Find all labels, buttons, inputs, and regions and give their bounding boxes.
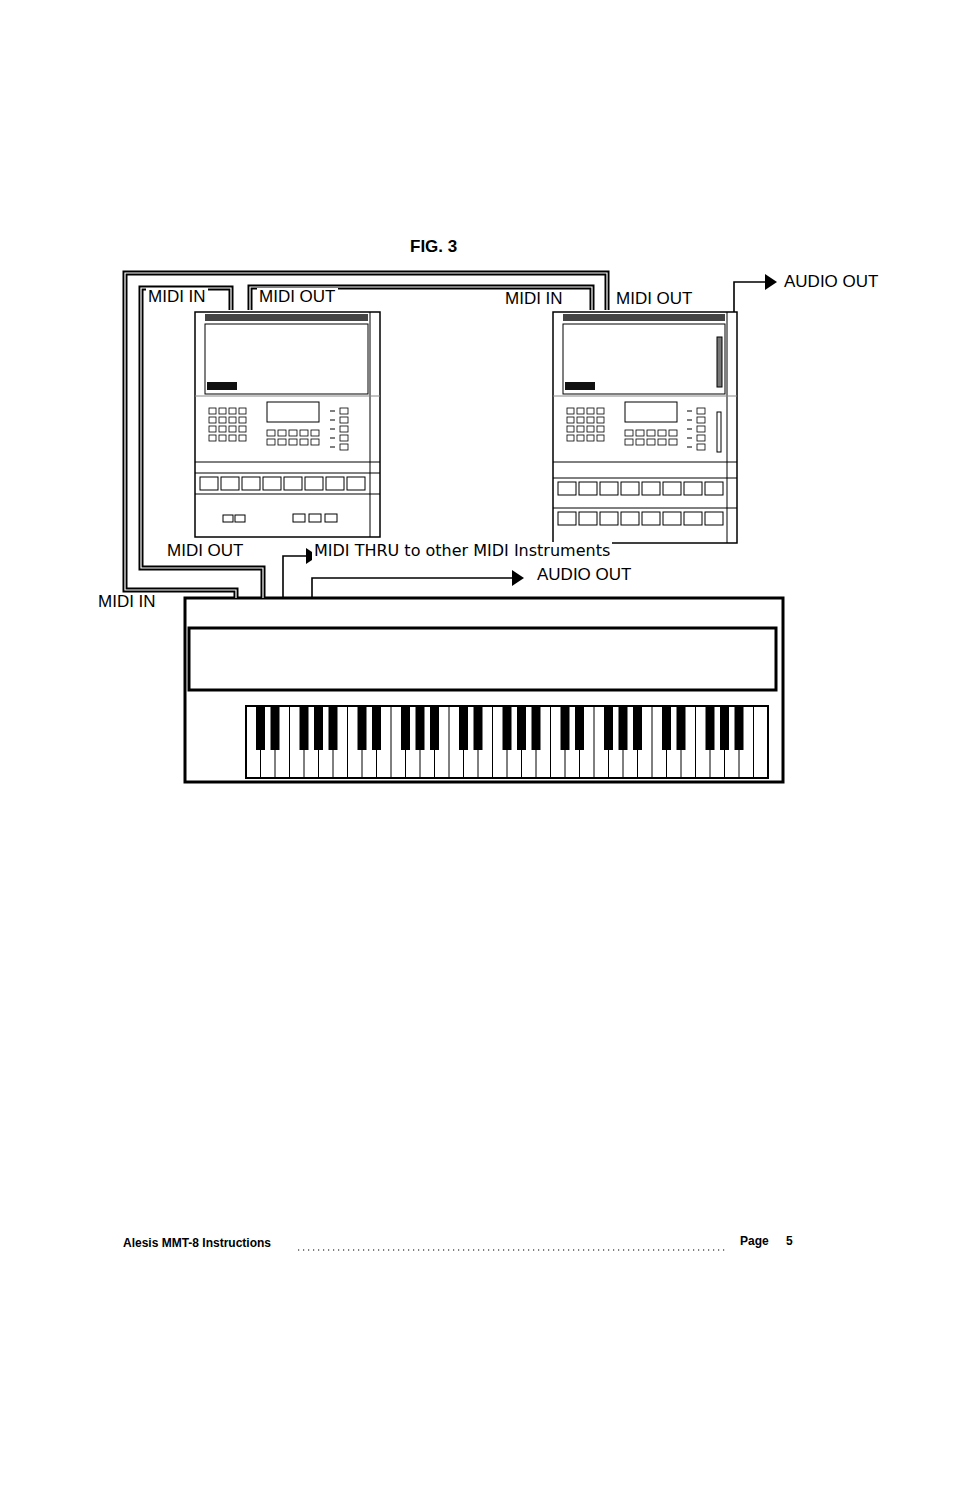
cable-core [250,287,592,310]
cable [283,556,306,598]
cable [141,288,263,598]
port-label: MIDI IN [146,288,208,307]
cable [312,578,512,598]
page-number: 5 [784,1235,795,1248]
cable-core [141,288,263,598]
figure-title: FIG. 3 [408,238,459,257]
dot-leader [298,1249,728,1250]
port-label: MIDI OUT [614,290,695,309]
arrow-head [512,570,524,586]
keyboard-synth [185,598,783,782]
port-label: MIDI OUT [165,542,246,561]
footer-text: Alesis MMT-8 Instructions [121,1237,273,1250]
cable [250,287,592,310]
arrow-head [765,274,777,290]
cables [125,273,777,598]
page-word: Page [738,1235,771,1248]
signal-label: MIDI THRU to other MIDI Instruments [312,542,612,560]
port-label: MIDI OUT [257,288,338,307]
signal-label: AUDIO OUT [782,273,880,292]
signal-label: AUDIO OUT [535,566,633,585]
port-label: MIDI IN [503,290,565,309]
sequencer-unit [195,312,380,537]
cable [734,282,765,312]
drum-machine-unit [553,312,737,543]
port-label: MIDI IN [96,593,158,612]
